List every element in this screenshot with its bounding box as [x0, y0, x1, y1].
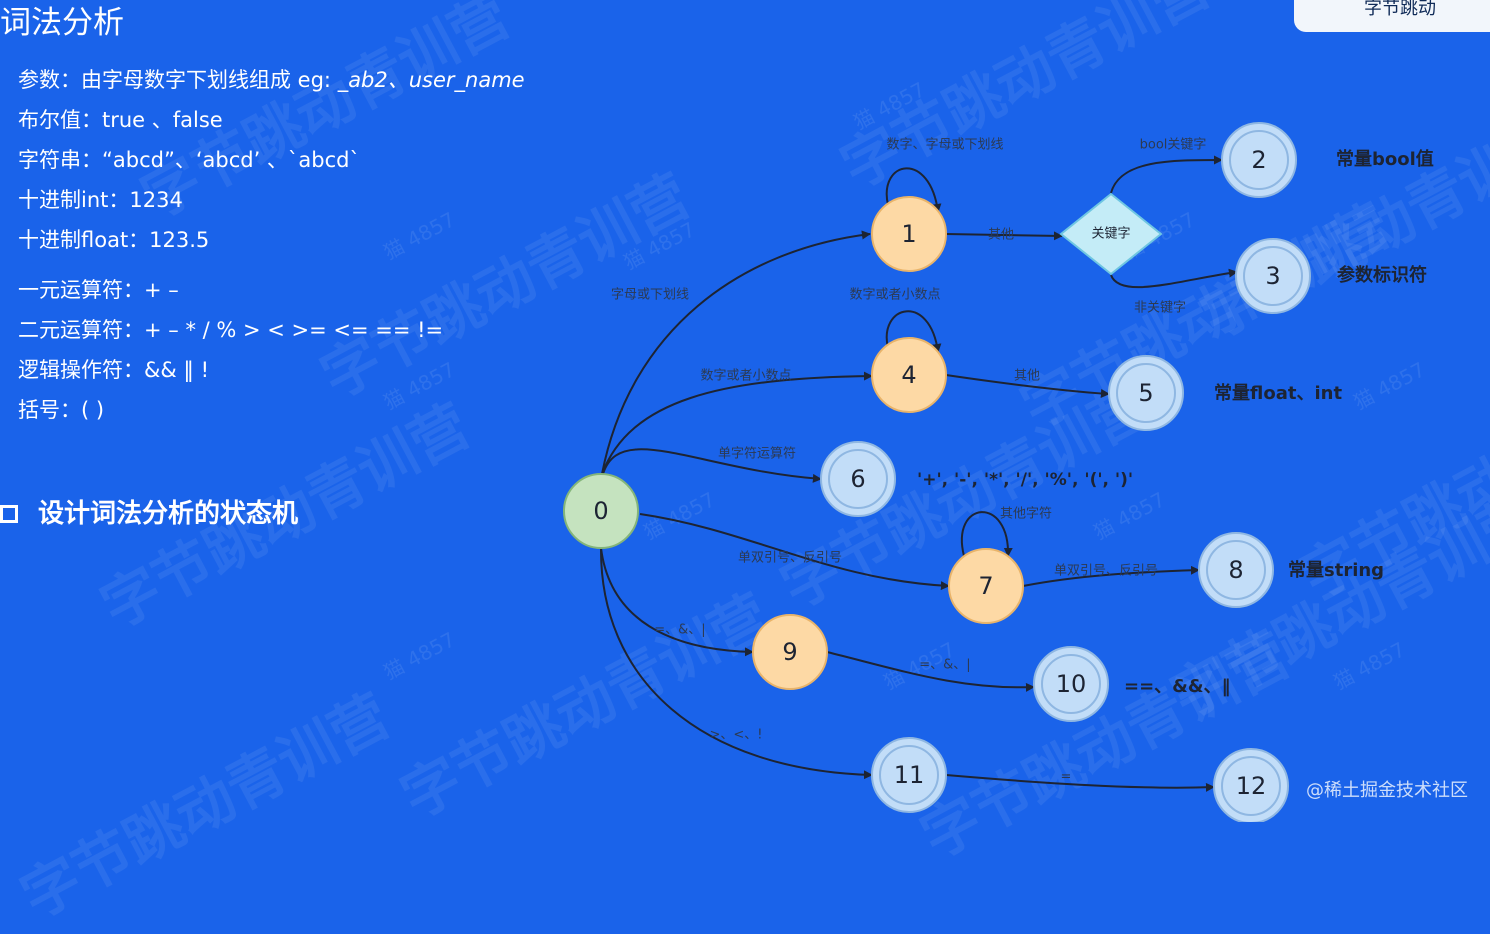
brand-label: 字节跳动 — [1364, 0, 1436, 19]
state-node — [948, 548, 1024, 624]
accept-ring — [828, 449, 888, 509]
credit-label: @稀土掘金技术社区 — [1306, 780, 1468, 801]
transition-edge — [961, 511, 1013, 557]
state-node — [871, 196, 947, 272]
transition-edge — [1110, 155, 1223, 194]
transition-label: bool关键字 — [1140, 138, 1207, 153]
state-node — [752, 614, 828, 690]
accept-ring — [1206, 540, 1266, 600]
state-node — [1198, 532, 1274, 608]
transition-edge — [639, 513, 950, 591]
transition-label: =、&、| — [654, 623, 705, 638]
state-node — [820, 441, 896, 517]
state-annotation: 常量float、int — [1214, 382, 1342, 404]
state-node-label: 9 — [782, 638, 797, 666]
transition-label: 数字或者小数点 — [849, 288, 940, 303]
square-bullet-icon — [0, 505, 18, 523]
transition-label: 数字或者小数点 — [700, 369, 791, 384]
definition-float: 十进制float：123.5 — [18, 228, 210, 252]
definition-bool: 布尔值：true 、false — [18, 108, 223, 132]
definition-identifier: 参数：由字母数字下划线组成 eg: _ab2、user_name — [18, 66, 525, 94]
accept-ring — [1221, 756, 1281, 816]
transition-label: 非关键字 — [1134, 301, 1186, 316]
state-annotation: ==、&&、‖ — [1124, 676, 1231, 697]
state-annotation: '+', '-', '*', '/', '%', '(', ')' — [917, 470, 1133, 490]
definition-label: 参数：由字母数字下划线组成 eg: — [18, 68, 338, 92]
state-node-label: 0 — [593, 497, 608, 525]
transition-edge — [945, 374, 1110, 398]
transition-label: 单字符运算符 — [718, 446, 796, 462]
transition-label: 数字、字母或下划线 — [886, 138, 1003, 153]
state-node — [871, 337, 947, 413]
definition-unary-operators: 一元运算符：+ – — [18, 278, 179, 302]
state-node — [1235, 238, 1311, 314]
definition-int: 十进制int：1234 — [18, 188, 183, 212]
state-node-label: 12 — [1236, 772, 1267, 800]
state-node-label: 7 — [978, 572, 993, 600]
transition-edge — [826, 651, 1035, 692]
transition-edge — [601, 371, 873, 475]
accept-ring — [1229, 130, 1289, 190]
transition-edge — [1110, 268, 1238, 289]
transition-edge — [599, 547, 873, 780]
slide-title: 词法分析 — [0, 5, 124, 41]
transition-edge — [885, 167, 942, 213]
accept-ring — [1116, 363, 1176, 423]
transition-edge — [945, 774, 1215, 792]
definition-example: _ab2、user_name — [337, 68, 525, 92]
state-node-label: 10 — [1056, 670, 1087, 698]
transition-label: = — [1061, 770, 1072, 785]
accept-ring — [1243, 246, 1303, 306]
state-annotation: 常量string — [1288, 559, 1384, 581]
transition-label: >、<、! — [710, 728, 763, 743]
transition-edge — [602, 448, 822, 483]
state-annotation: 参数标识符 — [1337, 264, 1427, 286]
state-node-label: 2 — [1251, 146, 1266, 174]
decision-node — [1059, 192, 1163, 276]
transition-label: 其他 — [988, 228, 1014, 243]
state-node — [1221, 122, 1297, 198]
state-node-label: 11 — [894, 761, 925, 789]
transition-label: 其他字符 — [1000, 506, 1052, 522]
state-annotation: 常量bool值 — [1336, 148, 1434, 170]
transition-label: 字母或下划线 — [611, 288, 689, 303]
transition-label: 单双引号、反引号 — [738, 551, 842, 566]
section-heading-text: 设计词法分析的状态机 — [38, 499, 299, 529]
transition-edge — [600, 547, 754, 657]
transition-edge — [1022, 565, 1200, 587]
state-node — [563, 473, 639, 549]
definition-string: 字符串：“abcd”、‘abcd’ 、`abcd` — [18, 148, 361, 172]
state-node-label: 4 — [901, 361, 916, 389]
state-node — [1108, 355, 1184, 431]
accept-ring — [1041, 654, 1101, 714]
transition-edge — [601, 230, 871, 475]
transition-label: 单双引号、反引号 — [1054, 564, 1158, 579]
state-node — [1033, 646, 1109, 722]
transition-label: =、&、| — [919, 658, 970, 673]
accept-ring — [879, 745, 939, 805]
state-node-label: 1 — [901, 220, 916, 248]
transition-edge — [885, 310, 942, 353]
definition-binary-operators: 二元运算符：+ – * / % > < >= <= == != — [18, 318, 444, 342]
state-node-label: 5 — [1138, 379, 1153, 407]
transition-label: 其他 — [1014, 369, 1040, 384]
definition-logic-operators: 逻辑操作符：&& ‖ ! — [18, 358, 210, 382]
state-node — [871, 737, 947, 813]
decision-node-label: 关键字 — [1091, 227, 1130, 242]
state-machine-diagram: 字母或下划线数字、字母或下划线其他bool关键字非关键字数字或者小数点数字或者小… — [563, 122, 1434, 822]
state-node — [1213, 748, 1289, 822]
state-node-label: 3 — [1265, 262, 1280, 290]
state-node-label: 6 — [850, 465, 865, 493]
definition-brackets: 括号：( ) — [18, 398, 105, 422]
state-node-label: 8 — [1228, 556, 1243, 584]
transition-edge — [945, 231, 1063, 241]
brand-card: 字节跳动 — [1294, 0, 1490, 32]
